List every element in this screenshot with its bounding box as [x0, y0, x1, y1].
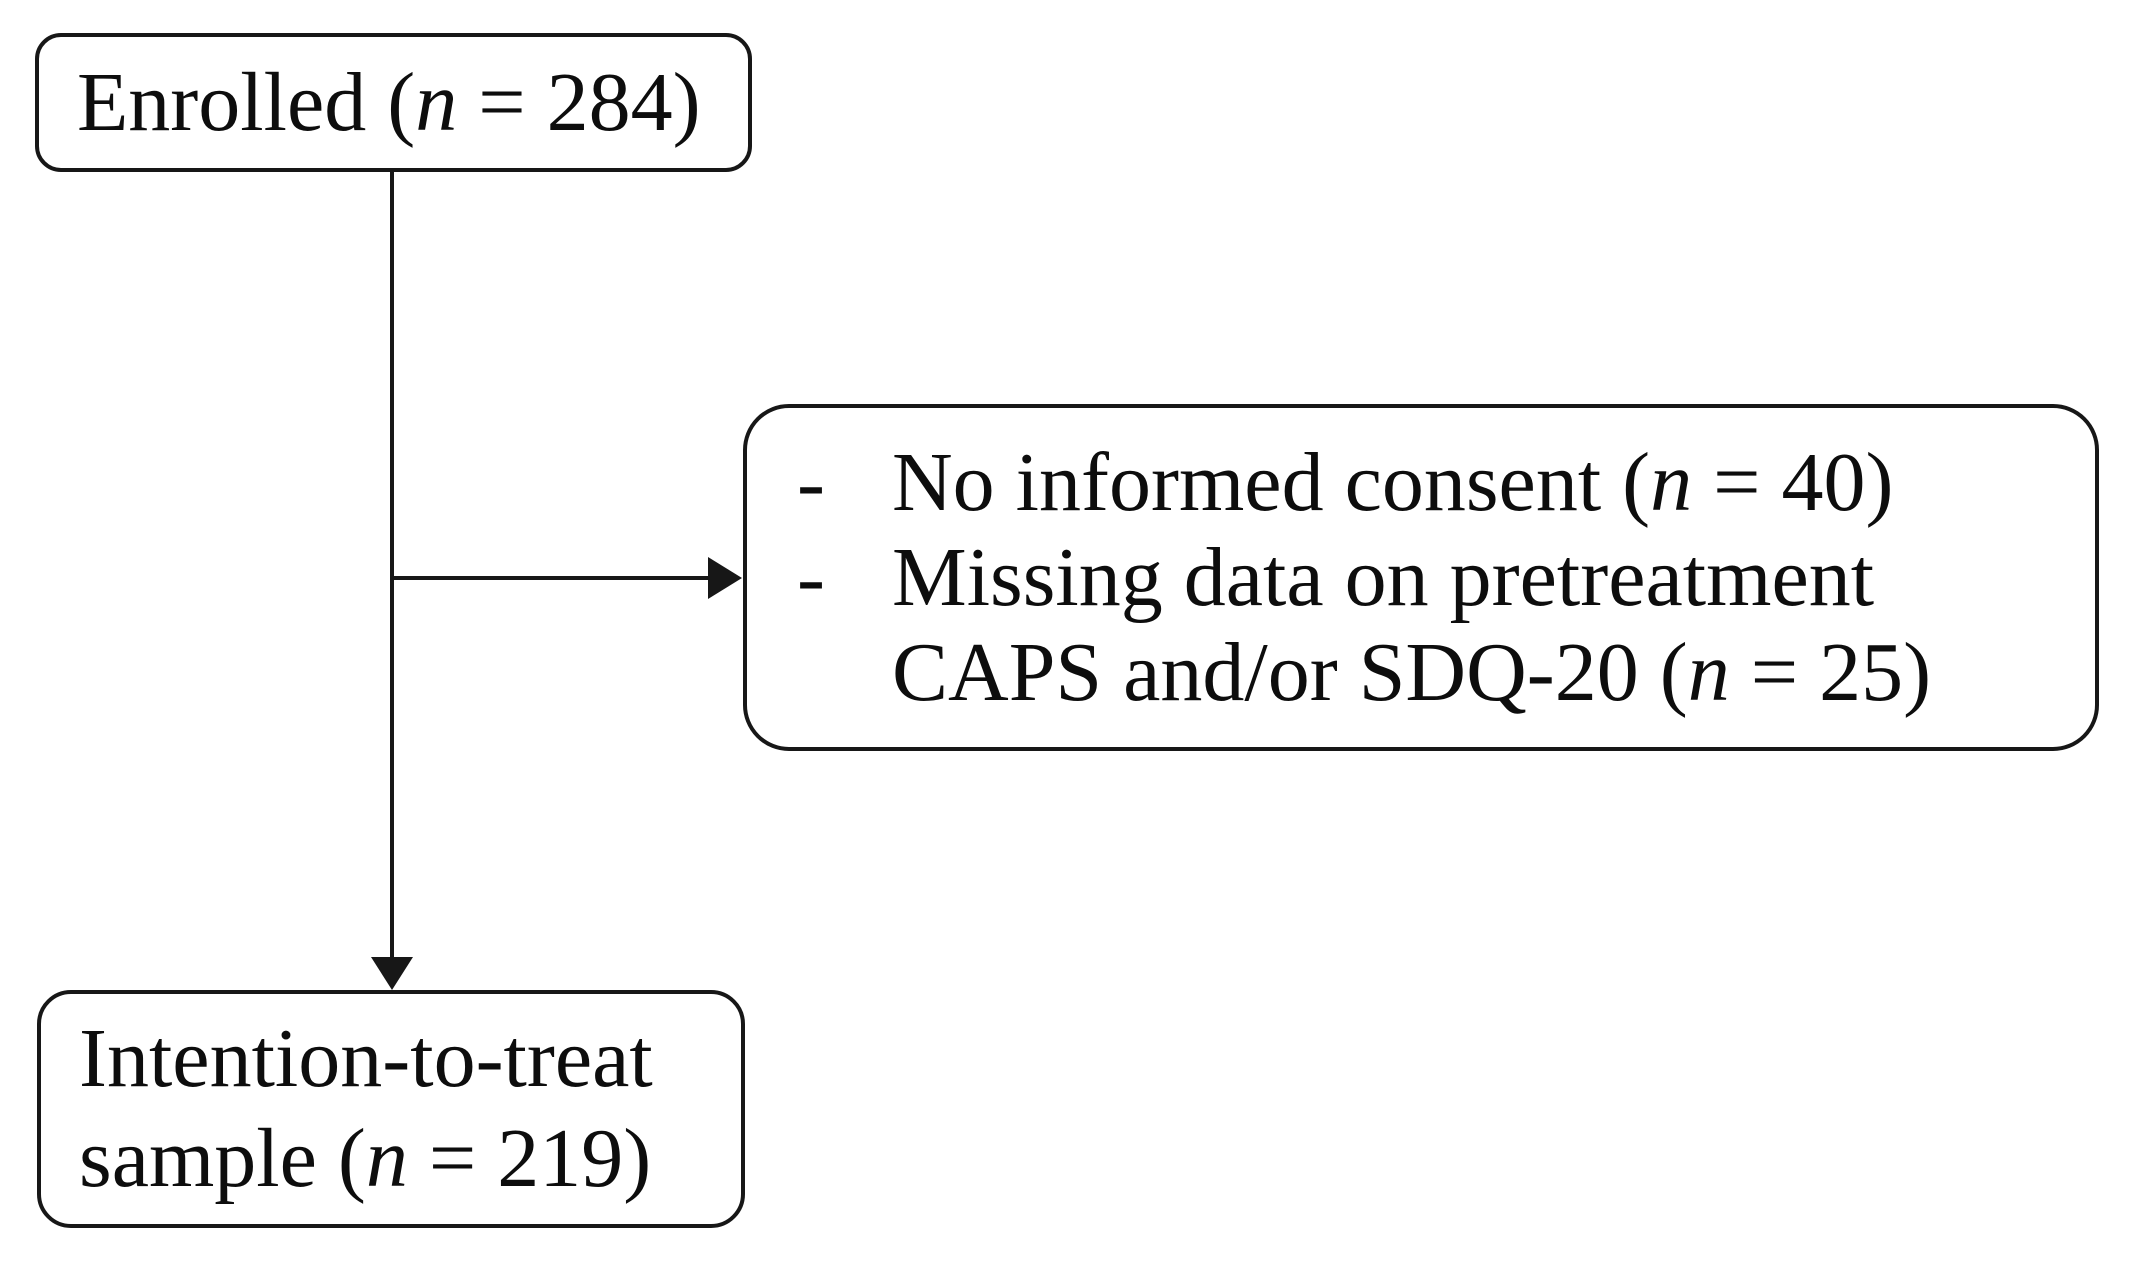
exclusion-item: - No informed consent (n = 40)	[797, 435, 1982, 530]
intention-to-treat-box: Intention-to-treat sample (n = 219)	[37, 990, 745, 1228]
enrolled-box-label: Enrolled (n = 284)	[77, 55, 701, 149]
dash-bullet: -	[797, 531, 825, 624]
right-arrowhead-icon	[708, 557, 742, 599]
intention-to-treat-box-label: Intention-to-treat sample (n = 219)	[79, 1012, 653, 1205]
exclusion-item: - Missing data on pretreatment CAPS and/…	[797, 530, 1982, 720]
exclusion-item-label: No informed consent (n = 40)	[892, 436, 1894, 529]
exclusion-item-label: Missing data on pretreatment CAPS and/or…	[892, 531, 1932, 719]
dash-bullet: -	[797, 436, 825, 529]
exclusions-box: - No informed consent (n = 40) - Missing…	[743, 404, 2099, 751]
down-arrowhead-icon	[371, 957, 413, 990]
enrolled-box: Enrolled (n = 284)	[35, 33, 752, 172]
